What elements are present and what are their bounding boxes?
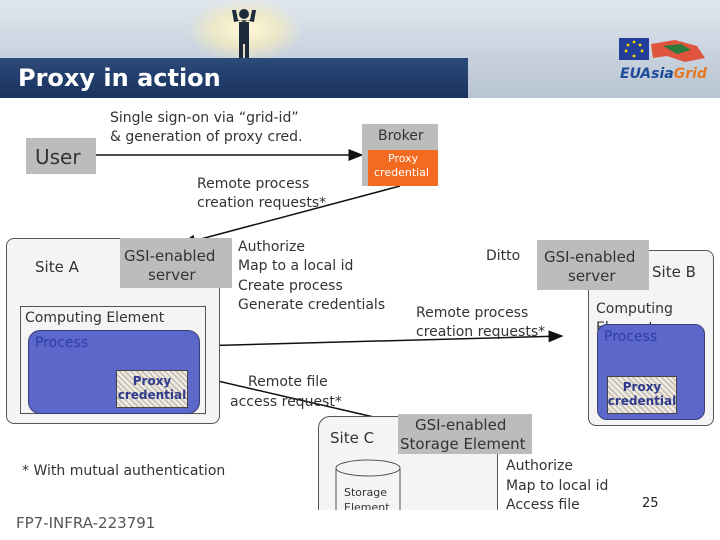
site-c-gsi-line-2: Storage Element <box>400 435 526 453</box>
person-figure-icon <box>232 9 256 58</box>
user-box <box>26 138 96 174</box>
broker-proxy-box <box>368 150 438 186</box>
signon-line-2: & generation of proxy cred. <box>110 129 303 145</box>
remote-process-top-line-2: creation requests* <box>197 195 327 211</box>
arrow-broker-to-site-a <box>180 185 401 247</box>
site-b-computing-line-1: Computing <box>596 301 673 317</box>
logo-text-part1: EUAsia <box>620 66 674 82</box>
signon-line-1: Single sign-on via “grid-id” <box>110 110 299 126</box>
site-c-gsi-line-1: GSI-enabled <box>415 416 507 434</box>
site-c-label: Site C <box>330 429 375 447</box>
site-a-gsi-line-2: server <box>148 266 196 284</box>
remote-process-top-line-1: Remote process <box>197 176 310 192</box>
site-a-gsi-server-box <box>120 238 232 288</box>
site-a-computing-element-label: Computing Element <box>25 310 165 326</box>
site-b-gsi-server-box <box>537 240 649 290</box>
site-b-label: Site B <box>652 263 696 281</box>
remote-file-line-2: access request* <box>230 394 342 410</box>
footer-label: FP7-INFRA-223791 <box>16 514 156 532</box>
authorize-step-2: Map to a local id <box>238 258 354 274</box>
euasiagrid-logo-icon <box>619 38 705 62</box>
remote-file-line-1: Remote file <box>248 374 328 390</box>
page-number: 25 <box>642 496 659 511</box>
broker-proxy-line-2: credential <box>374 166 429 179</box>
site-a-proxy-box <box>116 370 188 408</box>
site-b-process-label: Process <box>604 329 658 345</box>
site-b-proxy-box <box>607 376 677 414</box>
site-b-gsi-line-2: server <box>568 267 616 285</box>
ditto-label: Ditto <box>486 248 521 264</box>
logo-text-part2: Grid <box>673 66 707 82</box>
site-a-proxy-line-1: Proxy <box>132 374 172 388</box>
site-b-proxy-line-2: credential <box>607 394 677 408</box>
remote-process-right-line-1: Remote process <box>416 305 529 321</box>
remote-process-right-line-2: creation requests* <box>416 324 546 340</box>
site-b-proxy-line-1: Proxy <box>622 380 662 394</box>
site-a-gsi-line-1: GSI-enabled <box>124 247 216 265</box>
broker-proxy-line-1: Proxy <box>388 152 419 165</box>
logo-text: EUAsiaGrid <box>620 66 707 82</box>
site-c-step-3: Access file <box>506 497 580 513</box>
site-c-step-1: Authorize <box>506 458 573 474</box>
authorize-step-1: Authorize <box>238 239 305 255</box>
footer-bar <box>0 510 720 540</box>
site-c-gsi-storage-box <box>398 414 532 454</box>
user-label: User <box>35 145 81 169</box>
site-a-label: Site A <box>35 258 79 276</box>
site-a-process-label: Process <box>35 335 89 351</box>
authorize-step-3: Create process <box>238 278 343 294</box>
broker-label: Broker <box>378 128 424 144</box>
authorize-step-4: Generate credentials <box>238 297 386 313</box>
footnote: * With mutual authentication <box>22 463 226 479</box>
site-b-gsi-line-1: GSI-enabled <box>544 248 636 266</box>
site-a-proxy-line-2: credential <box>117 388 187 402</box>
site-c-step-2: Map to local id <box>506 478 609 494</box>
arrow-process-a-to-site-b <box>195 330 564 347</box>
page-title: Proxy in action <box>18 64 221 92</box>
title-bar <box>0 58 468 98</box>
storage-line-1: Storage <box>344 486 388 499</box>
